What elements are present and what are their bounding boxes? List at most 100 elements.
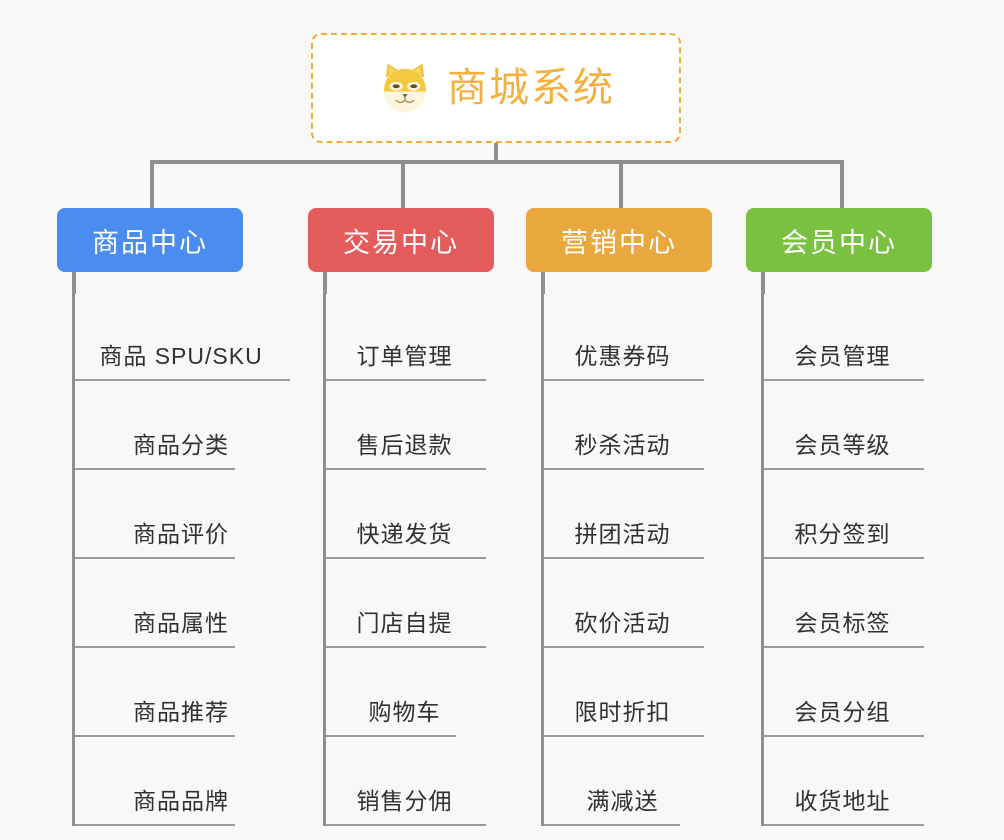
- list-item-label: 会员等级: [794, 432, 891, 458]
- connector-header-stem: [72, 272, 76, 294]
- category-header-label: 商品中心: [92, 227, 208, 258]
- list-item-label: 购物车: [368, 699, 441, 725]
- list-item-label: 快递发货: [356, 521, 453, 547]
- item-list-member-center: 会员管理 会员等级 积分签到 会员标签 会员分组 收货地址: [761, 292, 924, 826]
- list-item-label: 收货地址: [794, 788, 891, 814]
- list-item-label: 销售分佣: [356, 788, 453, 814]
- list-item-rule: [75, 379, 290, 381]
- connector-drop-4: [840, 160, 844, 210]
- list-item[interactable]: 商品品牌: [75, 737, 287, 826]
- list-item-label: 商品评价: [133, 521, 229, 547]
- list-item-rule: [326, 468, 486, 470]
- item-list-trade-center: 订单管理 售后退款 快递发货 门店自提 购物车 销售分佣: [323, 292, 486, 826]
- list-item[interactable]: 拼团活动: [544, 470, 704, 559]
- list-item-rule: [764, 824, 924, 826]
- list-item[interactable]: 秒杀活动: [544, 381, 704, 470]
- list-item[interactable]: 限时折扣: [544, 648, 704, 737]
- list-item-rule: [75, 557, 235, 559]
- list-item[interactable]: 销售分佣: [326, 737, 486, 826]
- category-header-product-center[interactable]: 商品中心: [57, 208, 243, 272]
- list-item-rule: [764, 468, 924, 470]
- list-item-rule: [75, 824, 235, 826]
- connector-header-stem: [761, 272, 765, 294]
- list-item-label: 拼团活动: [574, 521, 671, 547]
- list-item-rule: [544, 468, 704, 470]
- list-item-rule: [75, 735, 235, 737]
- list-item-rule: [544, 646, 704, 648]
- item-list-marketing-center: 优惠券码 秒杀活动 拼团活动 砍价活动 限时折扣 满减送: [541, 292, 704, 826]
- list-item-rule: [326, 646, 486, 648]
- list-item-label: 商品品牌: [133, 788, 229, 814]
- list-item-label: 会员分组: [794, 699, 891, 725]
- list-item[interactable]: 购物车: [326, 648, 483, 737]
- list-item-rule: [75, 468, 235, 470]
- list-item[interactable]: 收货地址: [764, 737, 924, 826]
- list-item-rule: [544, 557, 704, 559]
- list-item[interactable]: 会员管理: [764, 292, 924, 381]
- list-item-rule: [326, 735, 456, 737]
- connector-header-stem: [541, 272, 545, 294]
- category-header-trade-center[interactable]: 交易中心: [308, 208, 494, 272]
- column-marketing-center: 营销中心 优惠券码 秒杀活动 拼团活动 砍价活动 限时折扣: [526, 208, 712, 826]
- list-item[interactable]: 快递发货: [326, 470, 486, 559]
- list-item-label: 商品属性: [133, 610, 229, 636]
- list-item[interactable]: 会员标签: [764, 559, 924, 648]
- column-member-center: 会员中心 会员管理 会员等级 积分签到 会员标签 会员分组: [746, 208, 932, 826]
- list-item[interactable]: 商品分类: [75, 381, 287, 470]
- list-item-label: 门店自提: [356, 610, 453, 636]
- connector-drop-3: [619, 160, 623, 210]
- list-item-rule: [326, 824, 486, 826]
- category-header-marketing-center[interactable]: 营销中心: [526, 208, 712, 272]
- list-item[interactable]: 商品 SPU/SKU: [75, 292, 290, 381]
- list-item-rule: [764, 646, 924, 648]
- list-item[interactable]: 砍价活动: [544, 559, 704, 648]
- connector-drop-1: [150, 160, 154, 210]
- list-item-label: 售后退款: [356, 432, 453, 458]
- list-item[interactable]: 商品评价: [75, 470, 287, 559]
- list-item-label: 满减送: [586, 788, 659, 814]
- category-header-member-center[interactable]: 会员中心: [746, 208, 932, 272]
- list-item[interactable]: 订单管理: [326, 292, 486, 381]
- list-item-label: 商品 SPU/SKU: [99, 343, 263, 369]
- list-item-label: 会员标签: [794, 610, 891, 636]
- list-item[interactable]: 满减送: [544, 737, 701, 826]
- list-item-label: 商品分类: [133, 432, 229, 458]
- column-product-center: 商品中心 商品 SPU/SKU 商品分类 商品评价 商品属性 商品推荐: [57, 208, 290, 826]
- list-item[interactable]: 商品属性: [75, 559, 287, 648]
- list-item-rule: [764, 735, 924, 737]
- list-item-label: 限时折扣: [574, 699, 671, 725]
- list-item-label: 会员管理: [794, 343, 891, 369]
- list-item-rule: [544, 824, 680, 826]
- list-item-rule: [326, 379, 486, 381]
- list-item[interactable]: 门店自提: [326, 559, 486, 648]
- list-item[interactable]: 会员等级: [764, 381, 924, 470]
- connector-header-stem: [323, 272, 327, 294]
- list-item-rule: [544, 735, 704, 737]
- list-item-label: 订单管理: [356, 343, 453, 369]
- list-item[interactable]: 售后退款: [326, 381, 486, 470]
- list-item[interactable]: 会员分组: [764, 648, 924, 737]
- shiba-dog-face-icon: [377, 60, 433, 116]
- list-item-label: 积分签到: [794, 521, 891, 547]
- category-header-label: 交易中心: [343, 227, 459, 258]
- list-item[interactable]: 优惠券码: [544, 292, 704, 381]
- list-item-rule: [764, 379, 924, 381]
- column-trade-center: 交易中心 订单管理 售后退款 快递发货 门店自提 购物车: [308, 208, 494, 826]
- root-node[interactable]: 商城系统: [311, 33, 681, 143]
- connector-horizontal-bus: [150, 160, 844, 164]
- list-item-rule: [75, 646, 235, 648]
- connector-root-stem: [494, 143, 498, 163]
- list-item[interactable]: 商品推荐: [75, 648, 287, 737]
- list-item-rule: [544, 379, 704, 381]
- list-item-label: 优惠券码: [574, 343, 671, 369]
- connector-drop-2: [401, 160, 405, 210]
- list-item-label: 砍价活动: [574, 610, 671, 636]
- list-item[interactable]: 积分签到: [764, 470, 924, 559]
- list-item-label: 商品推荐: [133, 699, 229, 725]
- item-list-product-center: 商品 SPU/SKU 商品分类 商品评价 商品属性 商品推荐 商品品牌: [72, 292, 290, 826]
- list-item-rule: [326, 557, 486, 559]
- list-item-rule: [764, 557, 924, 559]
- list-item-label: 秒杀活动: [574, 432, 671, 458]
- root-title: 商城系统: [447, 66, 615, 110]
